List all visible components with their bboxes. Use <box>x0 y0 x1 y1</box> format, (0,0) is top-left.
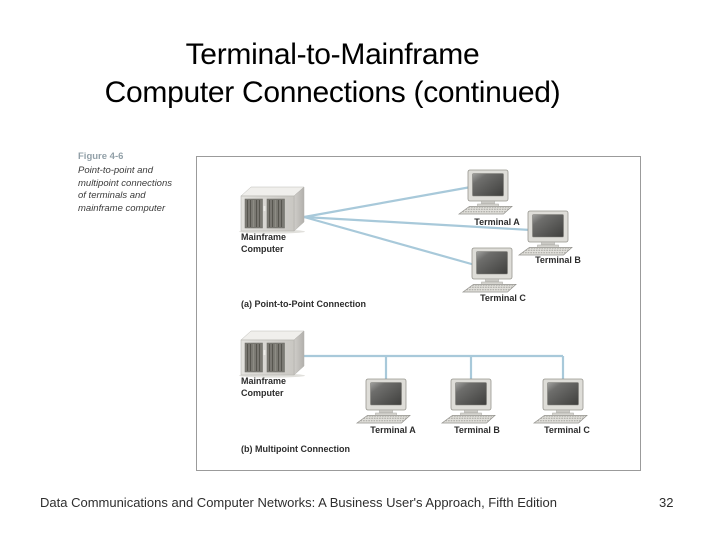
mainframe-computer-graphic-b <box>238 330 306 379</box>
figure-caption-line: Point-to-point and <box>78 165 153 176</box>
mainframe-label-b: Mainframe Computer <box>241 376 286 399</box>
mainframe-label-a: Mainframe Computer <box>241 232 286 255</box>
network-diagram-canvas <box>238 169 588 424</box>
mainframe-label-b-line2: Computer <box>241 387 284 398</box>
title-line-1: Terminal-to-Mainframe <box>185 38 480 71</box>
terminal-a-graphic-a <box>458 169 513 215</box>
diagram-b-caption: (b) Multipoint Connection <box>241 444 350 454</box>
mainframe-label-a-line2: Computer <box>241 243 284 254</box>
mainframe-computer-graphic-a <box>238 186 306 235</box>
terminal-a-label-b: Terminal A <box>370 425 416 435</box>
figure-number-label: Figure 4-6 <box>78 151 124 162</box>
title-line-2: Computer Connections (continued) <box>104 76 561 109</box>
multipoint-connection-lines <box>304 354 565 381</box>
figure-caption-line: of terminals and <box>78 190 146 201</box>
figure-caption-line: mainframe computer <box>78 202 166 214</box>
mainframe-label-a-line1: Mainframe <box>241 232 287 242</box>
figure-box: Mainframe Computer Terminal A Terminal B… <box>196 156 641 471</box>
terminal-b-label-b: Terminal B <box>454 425 500 435</box>
point-to-point-connection-lines <box>303 185 532 267</box>
footer-text: Data Communications and Computer Network… <box>40 495 557 510</box>
terminal-c-graphic-a <box>462 247 517 293</box>
page-number: 32 <box>659 495 674 510</box>
terminal-b-graphic-b <box>441 378 496 424</box>
terminal-b-graphic-a <box>518 210 573 256</box>
terminal-c-label-b: Terminal C <box>544 425 590 435</box>
terminal-c-label-a: Terminal C <box>480 293 526 303</box>
terminal-b-label-a: Terminal B <box>535 255 581 265</box>
figure-caption-line: multipoint connections <box>78 177 172 189</box>
terminal-c-graphic-b <box>533 378 588 424</box>
figure-caption: Point-to-point and multipoint connection… <box>78 165 172 215</box>
slide-title: Terminal-to-Mainframe Computer Connectio… <box>10 36 655 112</box>
diagram-a-caption: (a) Point-to-Point Connection <box>241 299 366 309</box>
terminal-a-label-a: Terminal A <box>474 217 520 227</box>
terminal-a-graphic-b <box>356 378 411 424</box>
mainframe-label-b-line1: Mainframe <box>241 376 287 386</box>
